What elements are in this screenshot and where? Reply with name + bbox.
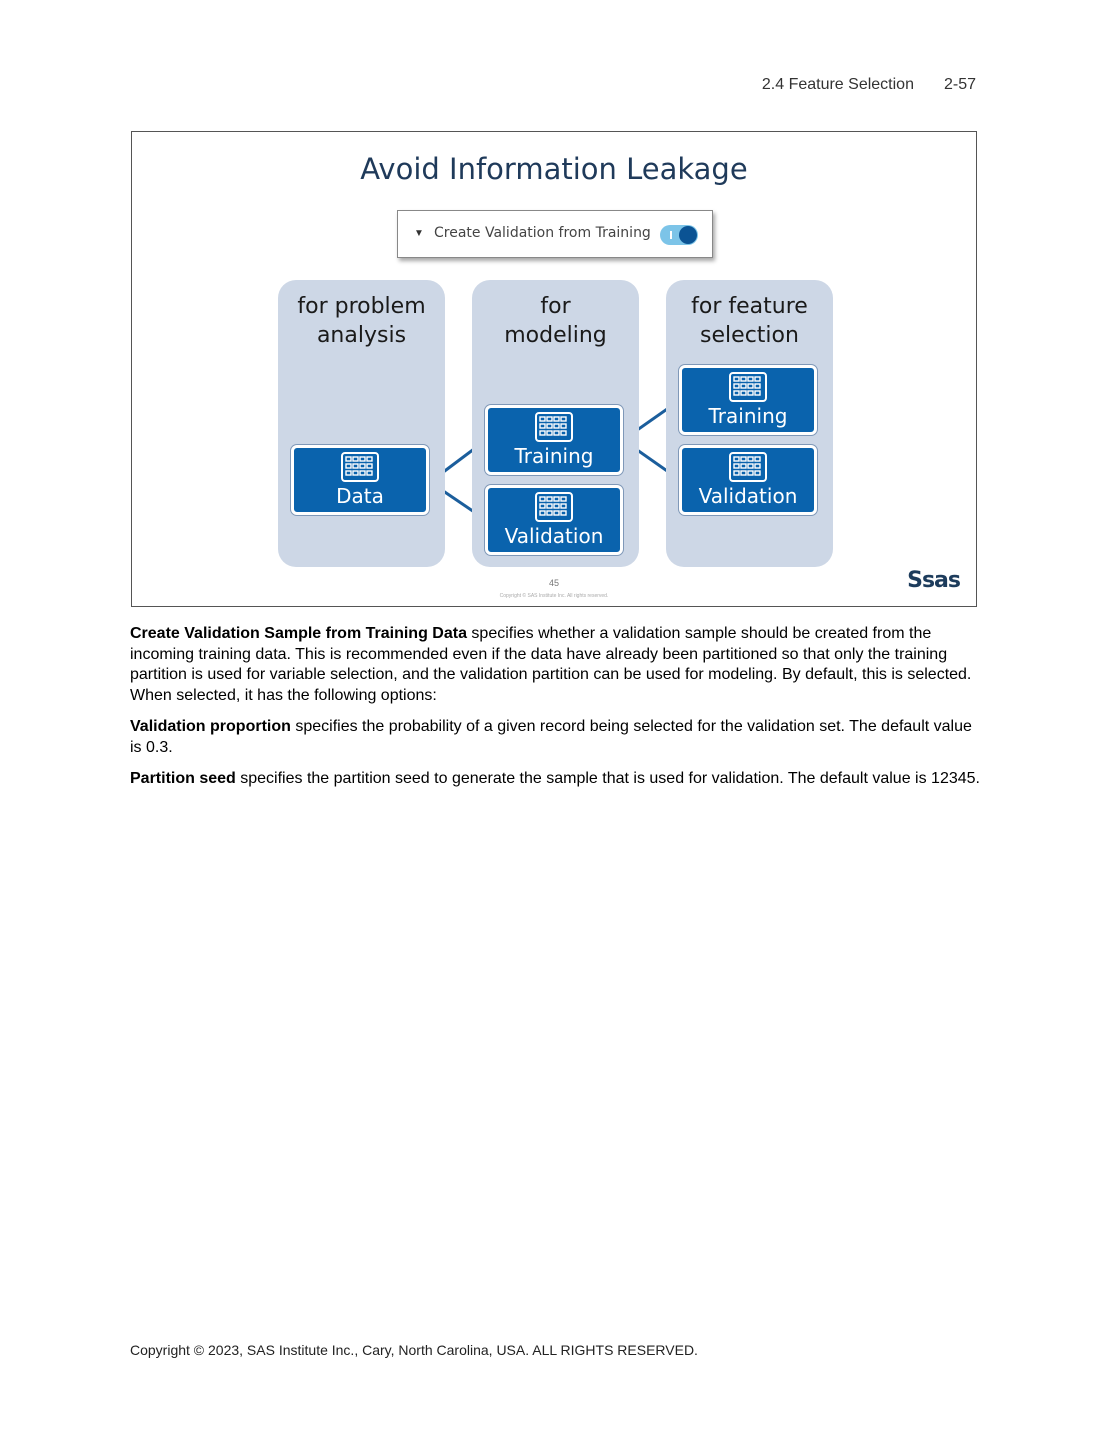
description: specifies the probability of a given rec… — [130, 718, 972, 756]
box-label: Validation — [698, 484, 798, 508]
validation-box-feature-selection: Validation — [679, 445, 817, 515]
validation-box-modeling: Validation — [485, 485, 623, 555]
term: Create Validation Sample from Training D… — [130, 625, 467, 642]
box-label: Training — [514, 444, 594, 468]
table-grid-icon — [535, 492, 573, 522]
slide-copyright: Copyright © SAS Institute Inc. All right… — [499, 593, 609, 599]
paragraph-partition-seed: Partition seed specifies the partition s… — [130, 769, 980, 790]
box-label: Validation — [504, 524, 604, 548]
table-grid-icon — [341, 452, 379, 482]
page-header: 2.4 Feature Selection 2-57 — [700, 76, 976, 94]
create-validation-toggle-panel: ▼ Create Validation from Training — [397, 210, 713, 258]
table-grid-icon — [535, 412, 573, 442]
toggle-label: Create Validation from Training — [434, 225, 651, 241]
page-number: 2-57 — [943, 76, 976, 93]
slide-figure: Avoid Information Leakage ▼ Create Valid… — [131, 131, 977, 607]
switch-on-mark — [670, 231, 672, 239]
switch-knob — [679, 226, 697, 244]
caret-down-icon: ▼ — [414, 228, 424, 239]
body-text: Create Validation Sample from Training D… — [130, 624, 980, 801]
sas-logo: Ssas — [907, 568, 961, 593]
table-grid-icon — [729, 452, 767, 482]
box-label: Training — [708, 404, 788, 428]
term: Partition seed — [130, 770, 236, 787]
page-footer: Copyright © 2023, SAS Institute Inc., Ca… — [130, 1342, 698, 1358]
paragraph-create-validation: Create Validation Sample from Training D… — [130, 624, 980, 706]
section-title: 2.4 Feature Selection — [761, 76, 914, 93]
term: Validation proportion — [130, 718, 291, 735]
description: specifies whether a validation sample sh… — [130, 625, 972, 704]
table-grid-icon — [729, 372, 767, 402]
toggle-switch[interactable] — [660, 225, 698, 245]
slide-title: Avoid Information Leakage — [360, 152, 748, 186]
data-box: Data — [291, 445, 429, 515]
description: specifies the partition seed to generate… — [235, 770, 980, 787]
slide-number: 45 — [548, 578, 559, 588]
training-box-feature-selection: Training — [679, 365, 817, 435]
box-label: Data — [336, 484, 384, 508]
paragraph-validation-proportion: Validation proportion specifies the prob… — [130, 717, 980, 758]
training-box-modeling: Training — [485, 405, 623, 475]
